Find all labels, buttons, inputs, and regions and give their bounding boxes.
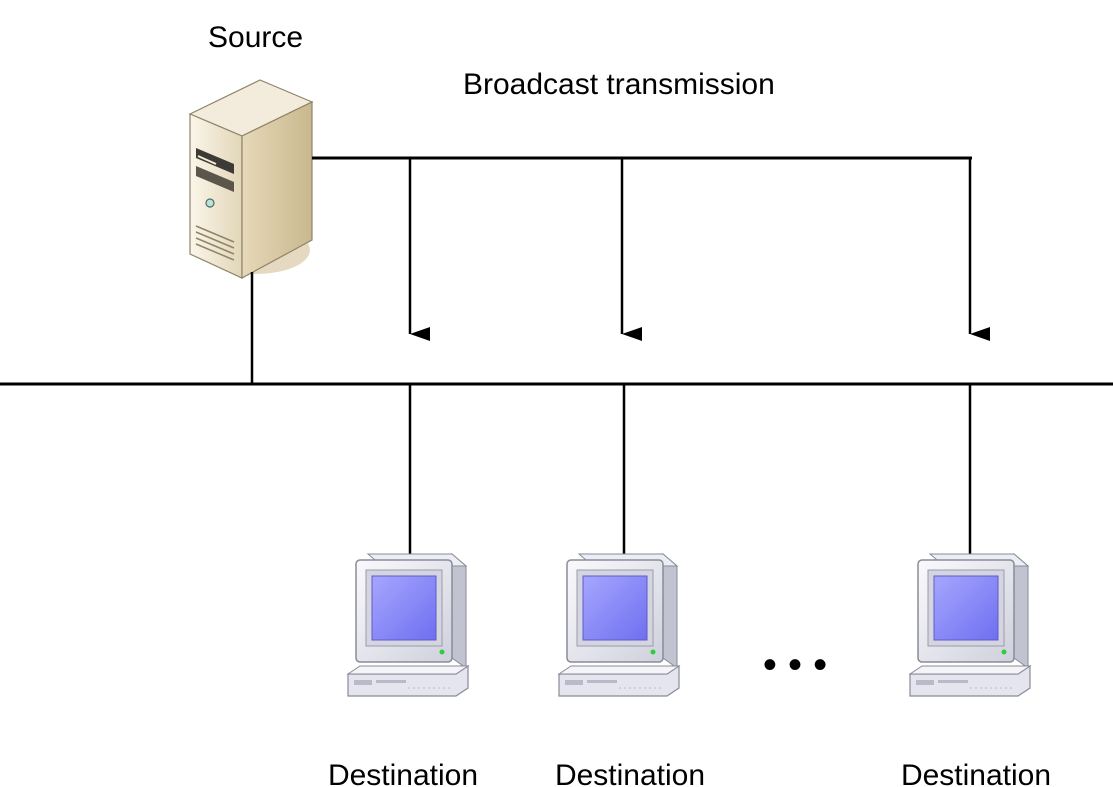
- server-icon: [188, 79, 314, 280]
- destination-label: Destination: [555, 759, 705, 787]
- desktop-computer-icon: [909, 553, 1031, 697]
- destination-label: Destination: [901, 759, 1051, 787]
- desktop-computer-icon: [558, 553, 680, 697]
- desktop-computer-icon: [347, 553, 469, 697]
- destination-label: Destination: [328, 759, 478, 787]
- ellipsis: • • •: [763, 643, 827, 687]
- broadcast-label: Broadcast transmission: [463, 68, 775, 101]
- source-label: Source: [208, 21, 303, 54]
